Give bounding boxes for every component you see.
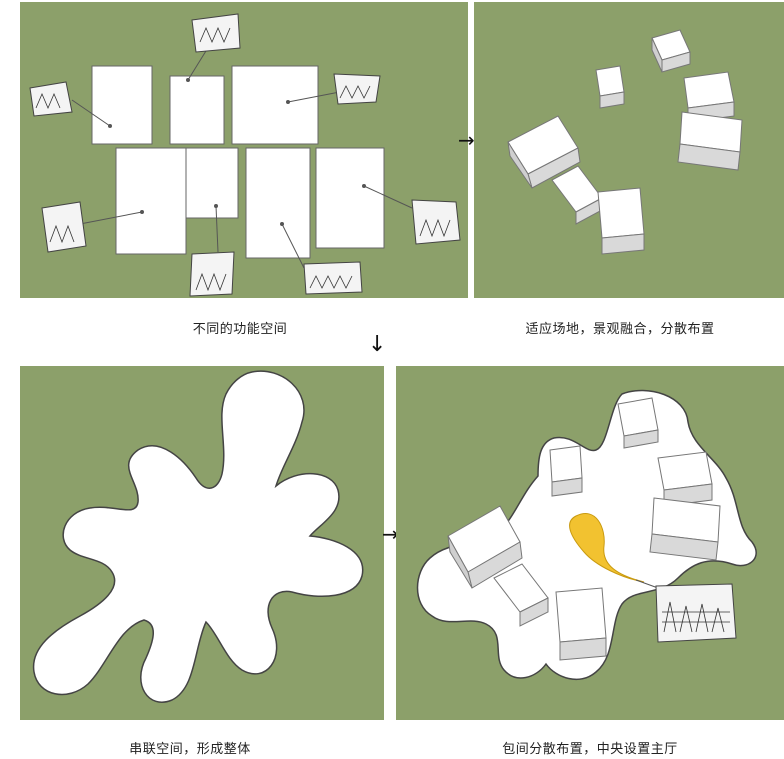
main-hall-shape — [569, 513, 645, 583]
main-hall-sketch-thumbnail — [655, 583, 737, 643]
building-box-7 — [597, 187, 645, 255]
caption-functional-spaces: 不同的功能空间 — [192, 322, 288, 337]
room-box-7 — [555, 587, 607, 661]
sketch-thumbnail-3 — [333, 73, 381, 105]
caption-scattered-layout: 适应场地，景观融合，分散布置 — [525, 322, 715, 337]
space-block-1 — [91, 65, 153, 145]
space-block-2 — [169, 75, 225, 145]
panel-main-hall-layout — [396, 366, 784, 720]
panel-connected-whole — [20, 366, 384, 720]
room-box-5 — [447, 505, 523, 589]
arrow-right-top: → — [458, 128, 475, 152]
sketch-thumbnail-4 — [41, 201, 87, 253]
connected-whole-diagram — [32, 370, 364, 703]
space-block-4 — [115, 147, 187, 255]
space-block-3 — [231, 65, 319, 145]
room-box-1 — [617, 397, 659, 449]
room-box-3 — [657, 451, 713, 507]
building-box-2 — [595, 65, 625, 109]
panel-functional-spaces — [20, 2, 468, 298]
space-block-6 — [245, 147, 311, 259]
panel-scattered-layout — [474, 2, 784, 298]
scattered-layout-diagram — [507, 29, 743, 255]
sketch-thumbnail-6 — [303, 261, 363, 295]
building-box-1 — [651, 29, 691, 73]
main-hall-layout-diagram — [416, 389, 757, 681]
caption-connected-whole: 串联空间，形成整体 — [129, 742, 251, 757]
arrow-down: ↓ — [368, 332, 387, 357]
building-box-5 — [507, 115, 581, 189]
caption-main-hall-layout: 包间分散布置，中央设置主厅 — [502, 742, 678, 757]
sketch-thumbnail-2 — [29, 81, 73, 117]
building-box-4 — [677, 111, 743, 171]
room-box-2 — [549, 445, 583, 497]
sketch-thumbnail-5 — [189, 251, 235, 297]
functional-spaces-diagram — [29, 13, 461, 297]
space-block-7 — [315, 147, 385, 249]
space-block-5 — [185, 147, 239, 219]
organic-blob-shape — [32, 370, 364, 703]
room-box-6 — [493, 563, 549, 627]
sketch-thumbnail-7 — [411, 199, 461, 245]
arrow-right-bottom: → — [382, 522, 399, 546]
room-box-4 — [649, 497, 721, 561]
building-box-6 — [551, 165, 603, 225]
